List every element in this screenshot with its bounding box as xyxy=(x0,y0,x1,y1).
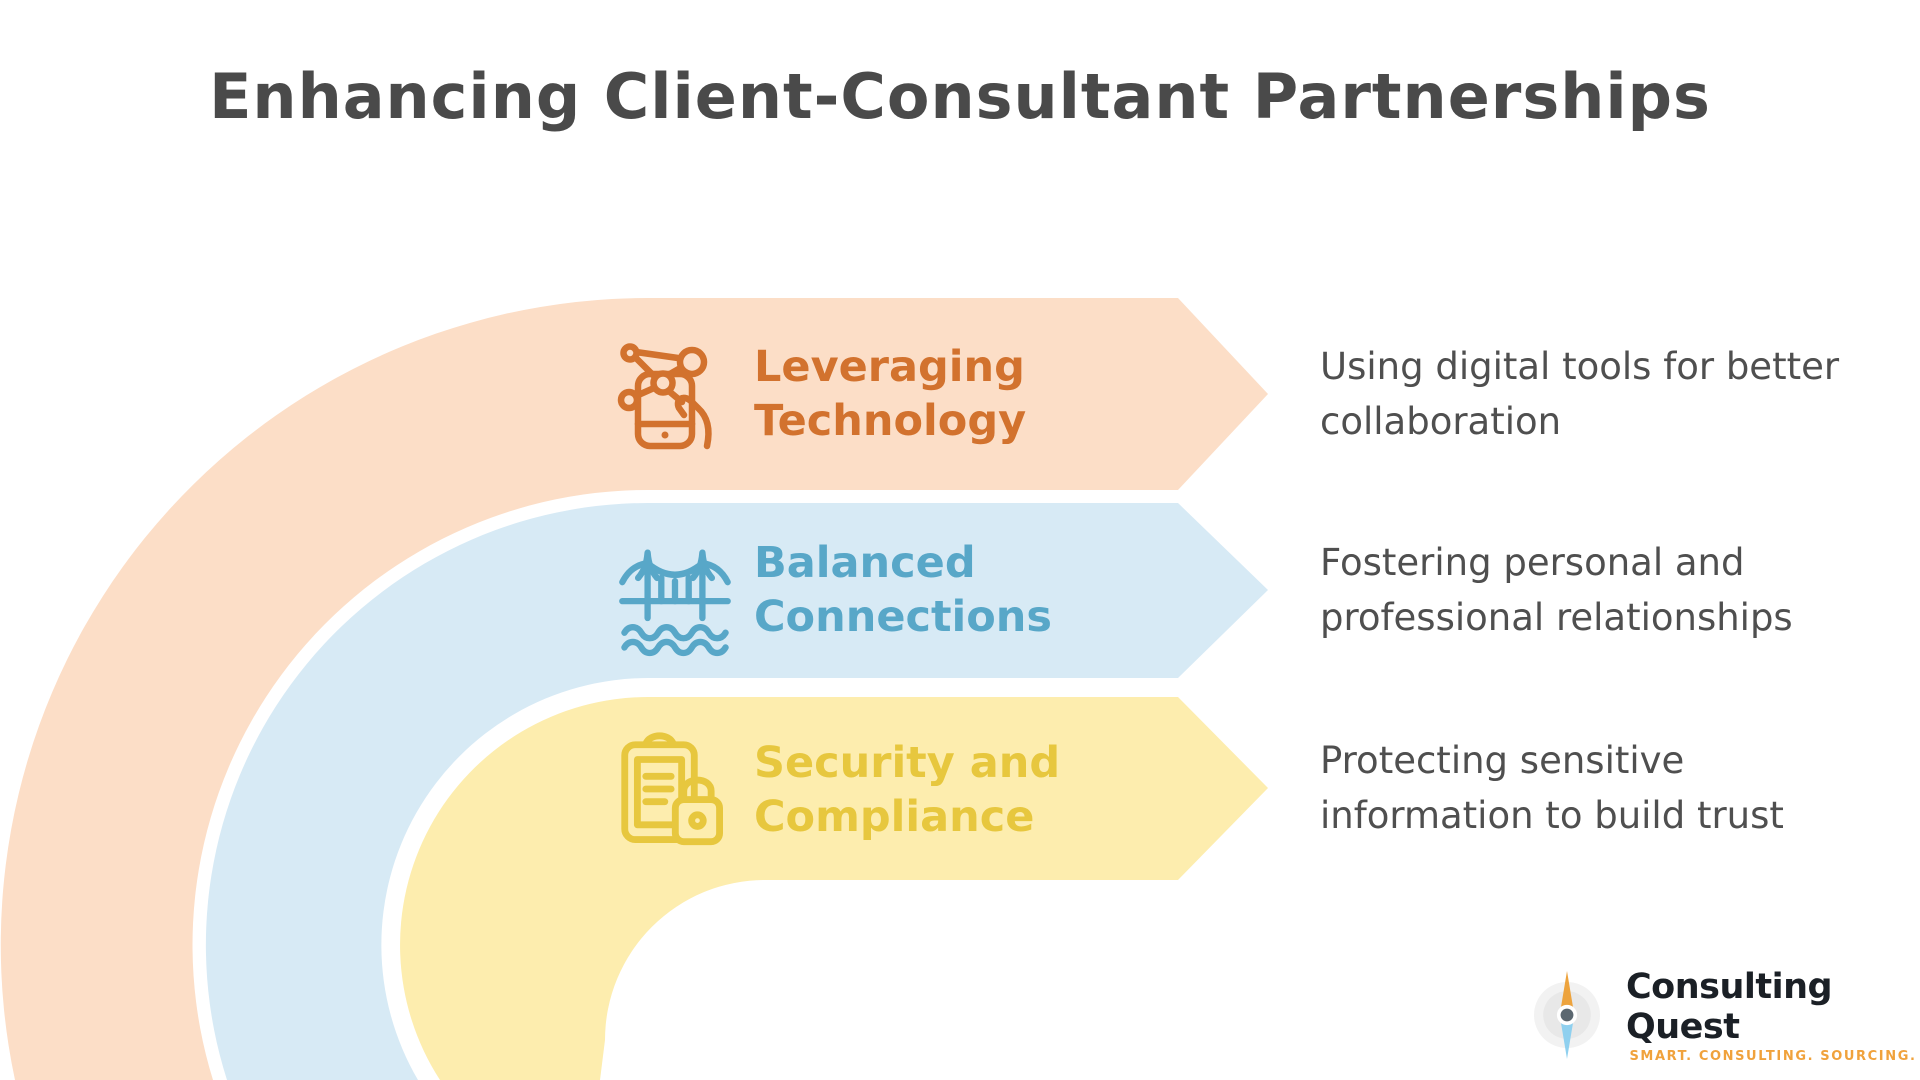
label-line: Security and xyxy=(754,738,1061,788)
label-line: Connections xyxy=(754,592,1053,642)
label-line: Leveraging xyxy=(754,342,1025,392)
item-description-balanced-connections: Fostering personal and professional rela… xyxy=(1320,535,1920,645)
label-line: Technology xyxy=(754,396,1027,446)
logo-tagline: SMART. CONSULTING. SOURCING. xyxy=(1629,1048,1917,1064)
band-security-compliance xyxy=(400,697,1268,1080)
item-label-security-compliance: Security and Compliance xyxy=(754,736,1114,844)
description-line: Fostering personal and xyxy=(1320,541,1745,584)
item-description-security-compliance: Protecting sensitive information to buil… xyxy=(1320,733,1920,843)
bridge-icon xyxy=(619,549,731,657)
consulting-quest-logo: Consulting Quest SMART. CONSULTING. SOUR… xyxy=(1512,956,1920,1074)
item-label-balanced-connections: Balanced Connections xyxy=(754,536,1114,644)
page-title: Enhancing Client-Consultant Partnerships xyxy=(209,60,1711,133)
clipboard-lock-icon xyxy=(621,732,723,846)
item-description-leveraging-technology: Using digital tools for better collabora… xyxy=(1320,339,1920,449)
description-line: Protecting sensitive xyxy=(1320,739,1685,782)
description-line: professional relationships xyxy=(1320,596,1793,639)
band-balanced-connections xyxy=(205,503,1268,1080)
network-phone-hand-icon xyxy=(617,343,712,450)
label-line: Compliance xyxy=(754,792,1035,842)
band-leveraging-technology xyxy=(0,298,1268,1080)
description-line: Using digital tools for better xyxy=(1320,345,1840,388)
description-line: collaboration xyxy=(1320,400,1562,443)
description-line: information to build trust xyxy=(1320,794,1784,837)
compass-icon xyxy=(1534,971,1600,1059)
label-line: Balanced xyxy=(754,538,976,588)
logo-text: Consulting Quest SMART. CONSULTING. SOUR… xyxy=(1626,967,1920,1064)
item-label-leveraging-technology: Leveraging Technology xyxy=(754,340,1114,448)
logo-name: Consulting Quest xyxy=(1626,966,1833,1047)
